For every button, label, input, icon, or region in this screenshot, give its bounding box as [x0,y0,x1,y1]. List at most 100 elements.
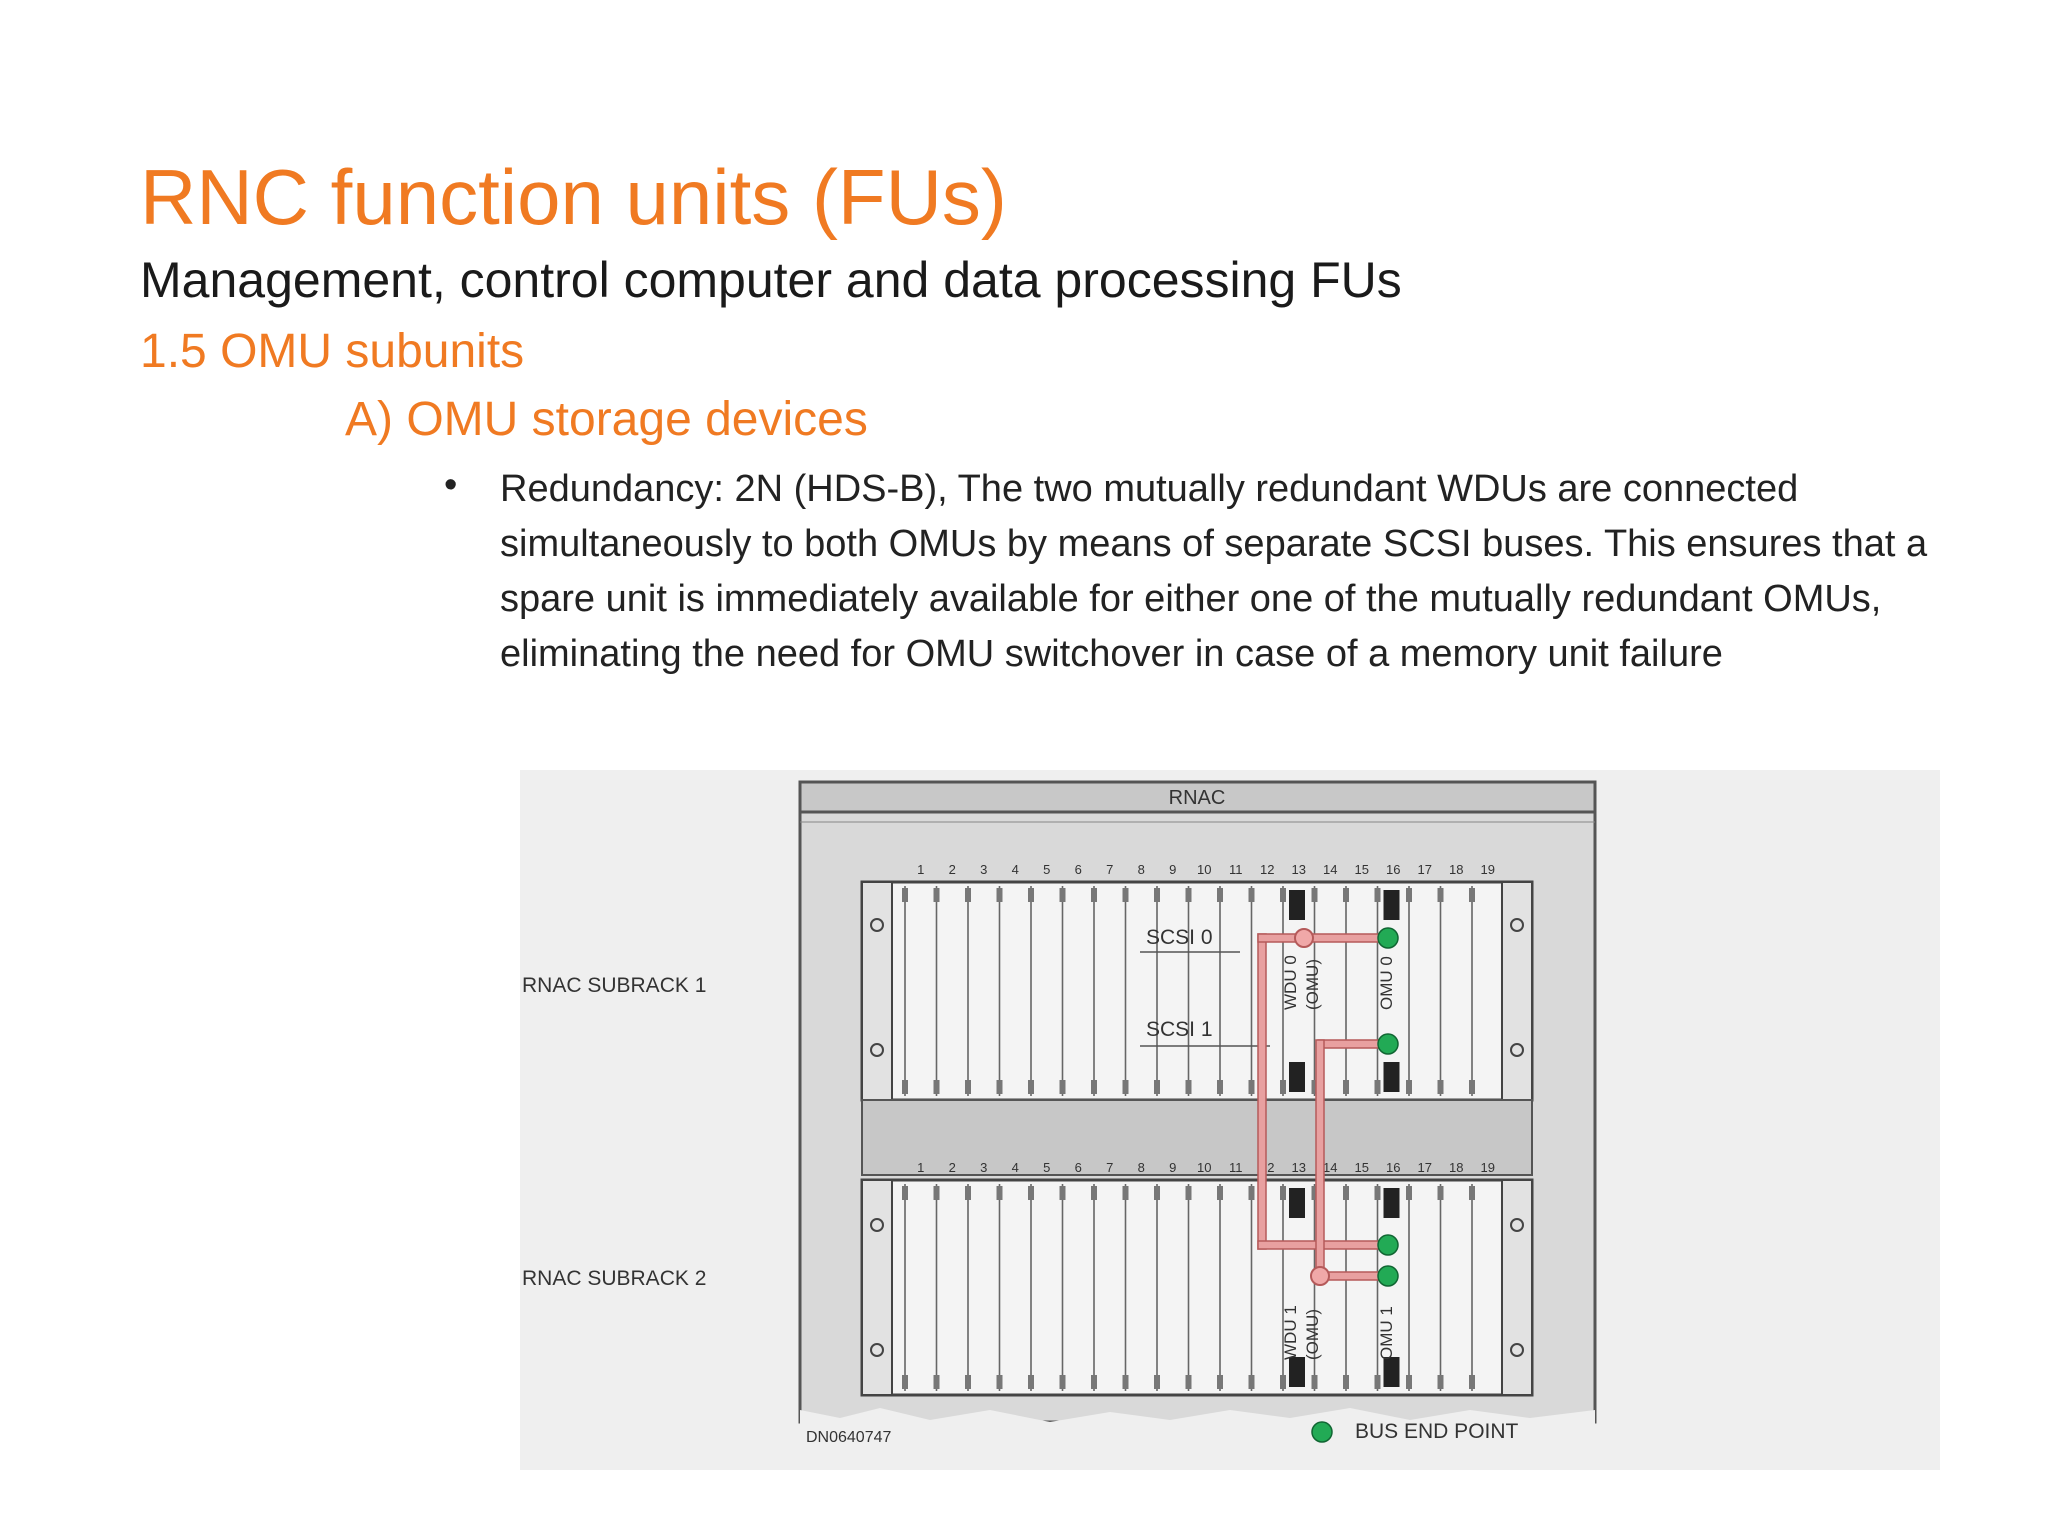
subsection-heading: A) OMU storage devices [345,393,868,446]
rack-1-slot-number: 2 [949,862,956,877]
subrack-1-slots [902,886,1475,1096]
subrack-2-screw-tr [1510,1218,1524,1232]
subrack-2-label: RNAC SUBRACK 2 [522,1267,706,1290]
rack-2-slot-latch-top [1091,1186,1097,1200]
cabinet-label: RNAC [1169,787,1226,809]
rack-2-slot-latch-top [1248,1186,1255,1200]
rack-2-slot-latch-bottom [1469,1375,1475,1389]
rack-2-slot-latch-bottom [1374,1375,1381,1389]
rack-2-slot-latch-bottom [1122,1375,1129,1389]
subrack-2-screw-tl [870,1218,884,1232]
subrack-1-left-rail [861,881,893,1101]
rack-2-slot-latch-bottom [933,1375,940,1389]
subrack-2-frame [860,1178,1534,1397]
rack-1-slot-latch-top [1248,888,1255,902]
rack-1-slot-latch-bottom [1280,1080,1286,1094]
rack-2-slot-number: 5 [1043,1160,1050,1175]
rack-2-slot-latch-top [1028,1186,1034,1200]
subrack-1-screw-bl [870,1043,884,1057]
rack-1-slot-latch-top [902,888,908,902]
rack-1-slot-latch-top [1437,888,1444,902]
subrack-2-screw-bl [870,1343,884,1357]
rack-2-slot-latch-bottom [1311,1375,1318,1389]
subrack-1 [860,880,1534,1102]
scsi1-bus-vertical [1315,1039,1325,1281]
subrack-2 [860,1178,1534,1397]
bus-end-point-2 [1377,1033,1399,1055]
bus-end-point-3 [1377,1234,1399,1256]
legend-bus-end-point-icon [1311,1421,1333,1443]
subrack-1-screw-br [1510,1043,1524,1057]
rack-2-slot-latch-bottom [1248,1375,1255,1389]
rack-1-slot-latch-bottom [1311,1080,1318,1094]
rack-2-slot-number: 14 [1323,1160,1337,1175]
cabinet-torn-edge [800,1408,1595,1430]
rack-1-slot-number: 11 [1229,862,1243,877]
rack-2-slot-latch-top [1217,1186,1223,1200]
rack-2-slot-latch-top [1311,1186,1318,1200]
document-id: DN0640747 [806,1429,892,1446]
rack-2-slot-latch-bottom [1217,1375,1223,1389]
rack-2-slot-latch-top [1437,1186,1444,1200]
bullet-text: Redundancy: 2N (HDS-B), The two mutually… [500,468,1928,675]
rack-2-slot-latch-top [1154,1186,1160,1200]
wdu1-bus-node [1310,1266,1330,1286]
scsi-buses [1257,933,1385,1281]
rack-2-slot-latch-top [1343,1186,1349,1200]
rack-2-slot-number: 2 [949,1160,956,1175]
slide-title: RNC function units (FUs) [140,153,1007,241]
rack-1-slot-number: 3 [980,862,987,877]
rack-1-slot-number: 5 [1043,862,1050,877]
rack-1-slot-latch-top [1374,888,1381,902]
rack-1-slot-latch-top [965,888,971,902]
rack-2-slot-latch-top [1406,1186,1412,1200]
omu0-label: OMU 0 [1377,956,1396,1010]
rack-1-unit-connector-top [1383,890,1400,920]
rack-1-slot-latch-bottom [933,1080,940,1094]
rack-1-unit-connector-bottom [1289,1062,1305,1092]
rack-2-slot-number: 15 [1355,1160,1369,1175]
rack-2-slot-number: 17 [1418,1160,1432,1175]
rack-1-slot-number: 10 [1197,862,1211,877]
rack-2-slot-latch-bottom [1028,1375,1034,1389]
rack-2-slot-latch-top [1185,1186,1192,1200]
rack-2-slot-latch-bottom [1406,1375,1412,1389]
rack-1-slot-latch-bottom [1122,1080,1129,1094]
rack-1-slot-latch-top [1343,888,1349,902]
rack-2-slot-latch-bottom [1437,1375,1444,1389]
rack-2-slot-latch-bottom [1059,1375,1066,1389]
rack-1-slot-latch-bottom [1154,1080,1160,1094]
rack-2-unit-connector-top [1383,1188,1400,1218]
wdu1-label: WDU 1 [1281,1305,1300,1360]
rack-2-slot-latch-top [902,1186,908,1200]
rack-1-slot-latch-top [1406,888,1412,902]
rack-1-slot-latch-bottom [1059,1080,1066,1094]
rack-2-slot-latch-bottom [996,1375,1003,1389]
rack-2-unit-connector-bottom [1383,1357,1400,1387]
wdu1-sub-label: (OMU) [1303,1309,1322,1360]
rack-2-slot-number: 13 [1292,1160,1306,1175]
rack-2-slot-number: 4 [1012,1160,1019,1175]
rack-2-slot-latch-bottom [1091,1375,1097,1389]
rack-1-slot-latch-top [1311,888,1318,902]
subrack-gap [861,1099,1533,1176]
wdu0-bus-node [1294,928,1314,948]
bus-end-point-1 [1377,927,1399,949]
rack-1-slot-latch-top [1469,888,1475,902]
rack-1-slot-number: 6 [1075,862,1082,877]
rack-1-slot-latch-top [996,888,1003,902]
rack-2-slot-latch-bottom [1343,1375,1349,1389]
cabinet-header [798,780,1597,814]
rack-2-slot-number: 8 [1138,1160,1145,1175]
subrack-1-screw-tr [1510,918,1524,932]
scsi0-bus-vertical [1257,933,1267,1250]
rack-1-slot-number: 19 [1481,862,1495,877]
rack-2-slot-number: 16 [1386,1160,1400,1175]
rack-2-slot-latch-top [933,1186,940,1200]
legend-label: BUS END POINT [1355,1420,1519,1443]
rack-2-slot-latch-top [1469,1186,1475,1200]
rack-1-slot-latch-bottom [1185,1080,1192,1094]
